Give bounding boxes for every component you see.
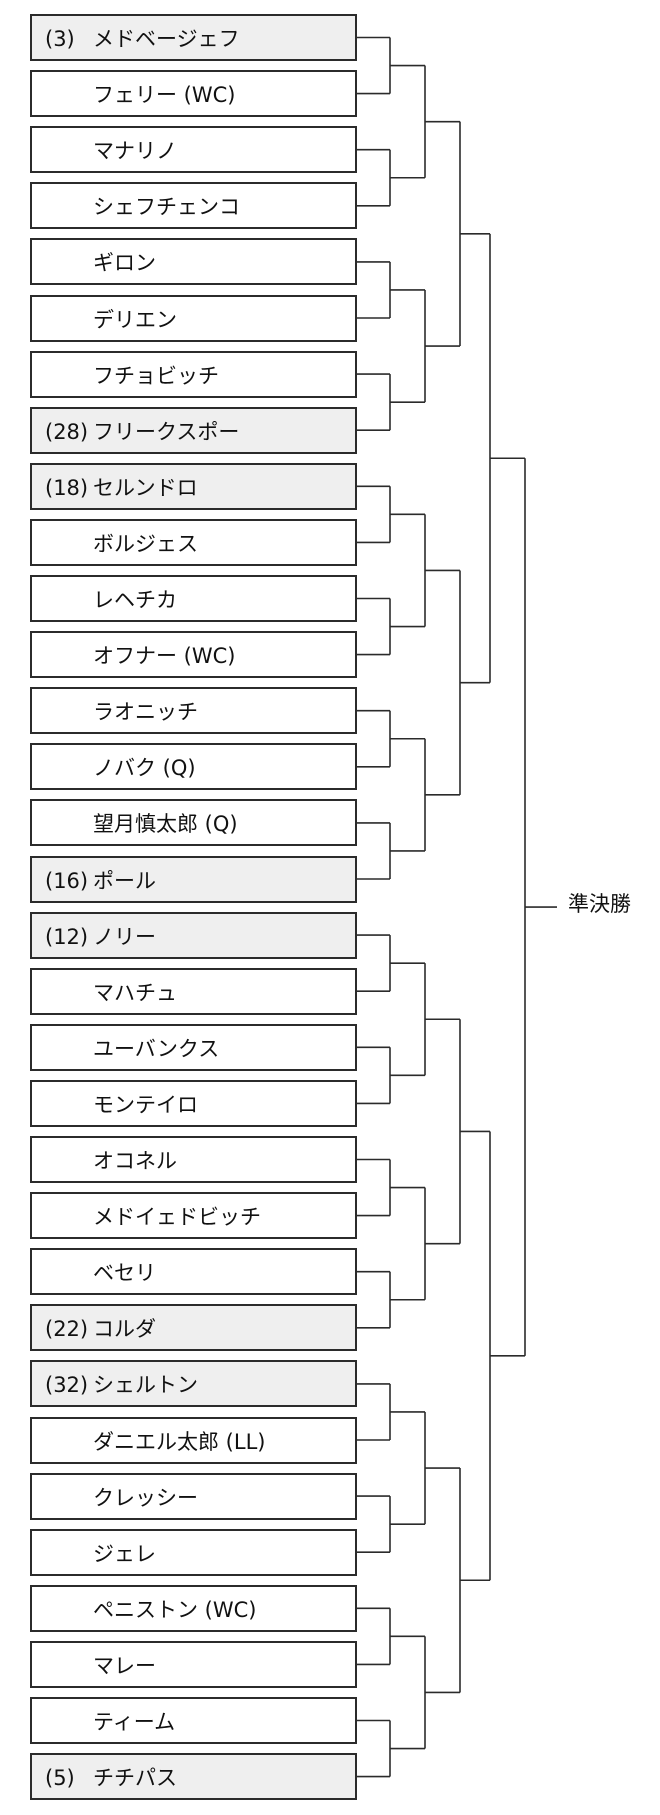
player-slot: (12)ノリー [30, 911, 357, 959]
player-name: セルンドロ [93, 475, 198, 500]
player-name: 望月慎太郎 (Q) [93, 812, 238, 837]
player-slot: シェフチェンコ [30, 182, 357, 230]
player-slot: レヘチカ [30, 575, 357, 622]
player-seed: (5) [45, 1766, 75, 1791]
player-name: チチパス [93, 1766, 177, 1791]
player-slot: オコネル [30, 1136, 357, 1183]
player-slot: フェリー (WC) [30, 70, 357, 118]
player-name: ペニストン (WC) [93, 1597, 257, 1622]
player-seed: (16) [45, 868, 89, 893]
player-seed: (3) [45, 27, 75, 51]
player-name: マハチュ [93, 980, 177, 1005]
player-seed: (32) [45, 1373, 89, 1398]
player-name: ギロン [93, 251, 156, 276]
player-name: デリエン [93, 307, 177, 332]
player-name: ノリー [93, 924, 156, 949]
player-name: ラオニッチ [93, 700, 198, 725]
player-name: モンテイロ [93, 1092, 198, 1117]
player-name: レヘチカ [93, 588, 177, 612]
player-slot: (18)セルンドロ [30, 462, 357, 510]
player-name: ユーバンクス [93, 1036, 220, 1061]
player-slot: ラオニッチ [30, 687, 357, 735]
player-slot: (22)コルダ [30, 1304, 357, 1352]
player-name: ジェレ [93, 1541, 156, 1566]
player-slot: ペニストン (WC) [30, 1584, 357, 1632]
player-slot: ギロン [30, 238, 357, 286]
player-slot: モンテイロ [30, 1079, 357, 1127]
player-slot: オフナー (WC) [30, 631, 357, 679]
player-name: マナリノ [93, 139, 177, 164]
player-slot: ティーム [30, 1697, 357, 1744]
player-name: メドイェドビッチ [93, 1205, 261, 1230]
player-seed: (18) [45, 475, 89, 500]
player-slot: デリエン [30, 294, 357, 342]
player-slot: 望月慎太郎 (Q) [30, 799, 357, 847]
player-slot: ベセリ [30, 1248, 357, 1296]
player-slot: ジェレ [30, 1528, 357, 1576]
player-slot: (28)フリークスポー [30, 406, 357, 454]
player-name: ダニエル太郎 (LL) [93, 1429, 266, 1454]
player-seed: (12) [45, 924, 89, 949]
player-slot: メドイェドビッチ [30, 1192, 357, 1240]
player-slot: フチョビッチ [30, 350, 357, 398]
player-name: ベセリ [93, 1261, 156, 1286]
player-slot: ボルジェス [30, 518, 357, 566]
player-name: ティーム [93, 1710, 176, 1734]
player-name: ボルジェス [93, 531, 198, 556]
player-slot: (16)ポール [30, 855, 357, 903]
player-name: オコネル [93, 1149, 177, 1173]
player-slot: マレー [30, 1640, 357, 1688]
player-slot: マハチュ [30, 967, 357, 1015]
player-slot: クレッシー [30, 1472, 357, 1520]
player-name: フチョビッチ [93, 363, 219, 388]
player-seed: (22) [45, 1317, 89, 1342]
player-name: ノバク (Q) [93, 756, 196, 781]
player-slot: (3) メドベージェフ [30, 14, 357, 61]
player-name: シェフチェンコ [93, 195, 240, 220]
player-slot: (5) チチパス [30, 1753, 357, 1801]
player-name: オフナー (WC) [93, 644, 236, 669]
player-name: フリークスポー [93, 419, 240, 444]
player-name: ポール [93, 868, 156, 893]
player-slot: ダニエル太郎 (LL) [30, 1416, 357, 1464]
player-name: シェルトン [93, 1373, 198, 1398]
player-seed: (28) [45, 419, 89, 444]
player-slot: マナリノ [30, 126, 357, 174]
player-name: メドベージェフ [93, 27, 240, 51]
player-name: マレー [93, 1653, 156, 1678]
player-name: クレッシー [93, 1485, 198, 1510]
player-name: フェリー (WC) [93, 83, 236, 108]
player-slot: ユーバンクス [30, 1023, 357, 1071]
player-name: コルダ [93, 1317, 156, 1342]
round-label: 準決勝 [568, 892, 631, 916]
player-slot: ノバク (Q) [30, 743, 357, 791]
player-slot: (32)シェルトン [30, 1360, 357, 1408]
